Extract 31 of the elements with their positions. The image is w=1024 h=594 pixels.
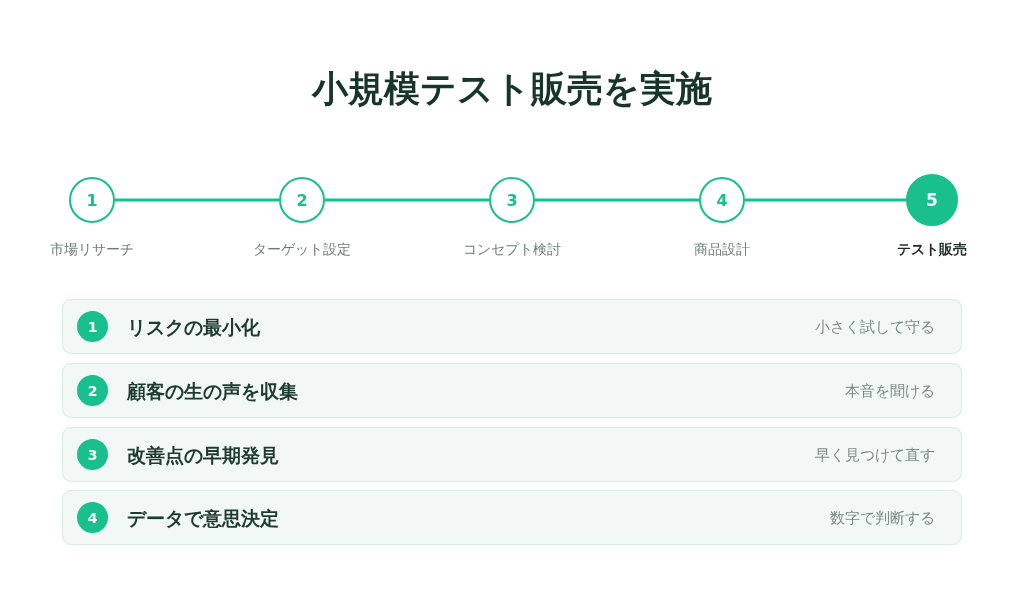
card [62, 490, 962, 545]
card-heading: リスクの最小化 [127, 314, 260, 339]
card [62, 299, 962, 354]
card-heading: 改善点の早期発見 [127, 442, 279, 467]
card [62, 363, 962, 418]
card [62, 427, 962, 482]
current-step-circle: 5 [906, 174, 958, 226]
step-label: コンセプト検討 [463, 240, 561, 258]
number-badge: 1 [77, 311, 108, 342]
card-note: 数字で判断する [830, 507, 935, 528]
step-label: 商品設計 [694, 240, 750, 258]
connector-line [325, 198, 489, 202]
step-circle: 3 [489, 177, 535, 223]
connector-line [535, 198, 699, 202]
card-heading: 顧客の生の声を収集 [127, 378, 298, 403]
title: 小規模テスト販売を実施 [312, 67, 712, 111]
step-label: ターゲット設定 [253, 240, 351, 258]
number-badge: 2 [77, 375, 108, 406]
step-circle: 1 [69, 177, 115, 223]
connector-line [745, 198, 906, 202]
card-note: 小さく試して守る [815, 316, 935, 337]
connector-line [115, 198, 279, 202]
step-label: テスト販売 [897, 240, 967, 258]
step-label: 市場リサーチ [50, 240, 134, 258]
step-circle: 2 [279, 177, 325, 223]
card-heading: データで意思決定 [127, 505, 279, 530]
number-badge: 4 [77, 502, 108, 533]
step-circle: 4 [699, 177, 745, 223]
number-badge: 3 [77, 439, 108, 470]
card-note: 早く見つけて直す [815, 444, 935, 465]
card-note: 本音を聞ける [845, 380, 935, 401]
